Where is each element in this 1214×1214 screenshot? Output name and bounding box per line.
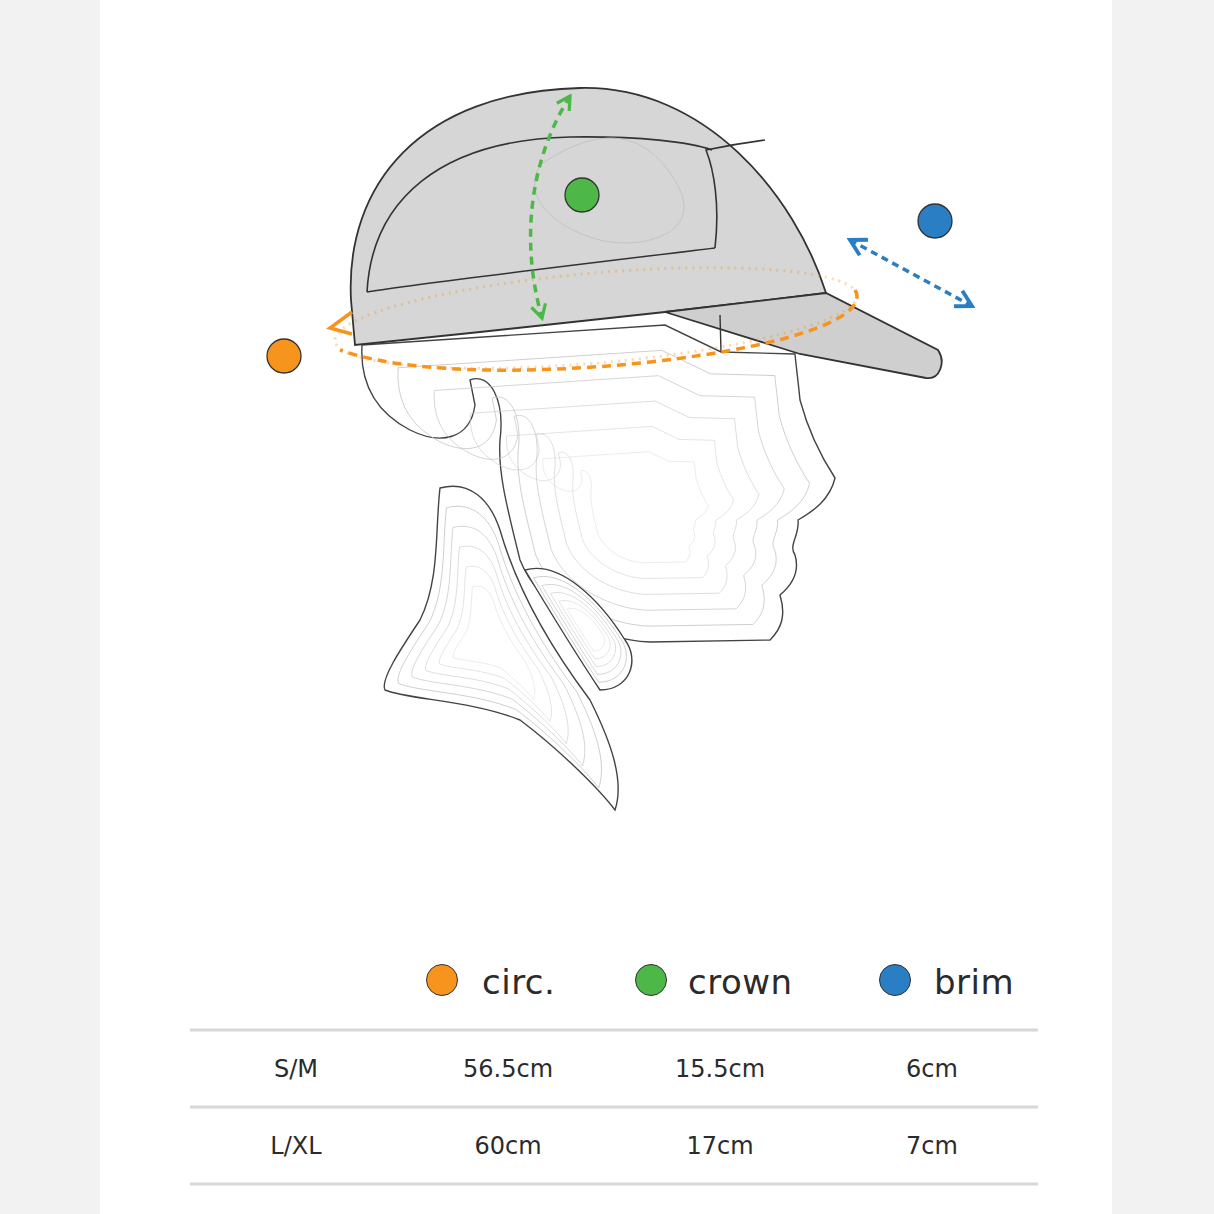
table-cell: 60cm [474, 1132, 541, 1160]
head-contour [533, 576, 626, 682]
head-contour [439, 566, 551, 721]
head-contour [506, 426, 733, 578]
head-contour [453, 586, 535, 699]
table-cell: 15.5cm [675, 1055, 765, 1083]
head-contour [525, 568, 632, 690]
head-figure [362, 325, 835, 810]
head-contour [412, 526, 585, 766]
table-cell: 17cm [686, 1132, 753, 1160]
legend-label: crown [688, 962, 793, 1002]
legend-label: brim [934, 962, 1014, 1002]
legend-swatch [879, 964, 911, 996]
table-cell: S/M [274, 1055, 318, 1083]
legend-label: circ. [482, 962, 555, 1002]
head-contour [542, 584, 621, 674]
table-cell: 6cm [906, 1055, 958, 1083]
head-contour [559, 600, 610, 658]
table-cell: 56.5cm [463, 1055, 553, 1083]
legend-swatch [426, 964, 458, 996]
table-cell: 7cm [906, 1132, 958, 1160]
head-contour [567, 608, 604, 651]
head-contour [550, 592, 615, 666]
head-contour [470, 401, 759, 594]
measure-marks [267, 96, 972, 386]
legend-swatch [635, 964, 667, 996]
cap [351, 88, 942, 378]
head-contour [398, 506, 602, 788]
table-rules [190, 1030, 1038, 1184]
table-cell: L/XL [270, 1132, 321, 1160]
head-contour [543, 452, 709, 563]
